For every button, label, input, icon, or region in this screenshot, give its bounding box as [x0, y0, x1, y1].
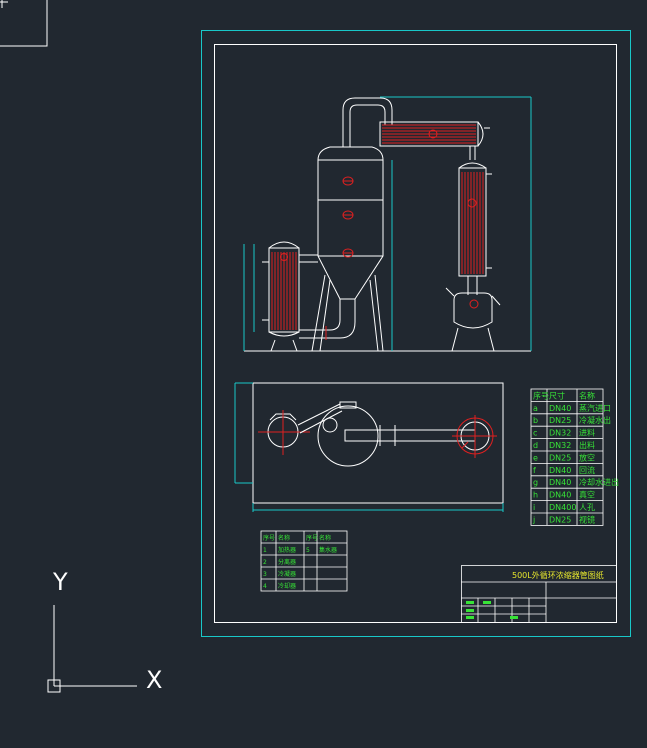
parts_table-cell: 冷凝器 [278, 570, 296, 578]
nozzle_table-cell: e [533, 453, 538, 462]
nozzle_table-cell: j [532, 515, 535, 524]
nozzle_table-cell: 回流 [579, 465, 595, 475]
nozzle_table-cell: 视镜 [579, 514, 595, 524]
nozzle_table-cell: a [533, 404, 538, 413]
nozzle_table-cell: DN400 [549, 503, 576, 512]
ucs-x-label: X [146, 666, 162, 694]
parts_table-cell: 加热器 [278, 546, 296, 554]
nozzle_table-cell: DN40 [549, 478, 571, 487]
parts_table-cell: 冷却器 [278, 582, 296, 590]
nozzle_table-cell: d [533, 441, 538, 450]
elevation-view [243, 96, 532, 352]
viewport-corner-icon [0, 0, 48, 47]
nozzle_table-cell: DN25 [549, 416, 571, 425]
nozzle_table-cell: 人孔 [579, 503, 595, 512]
nozzle_table-cell: DN25 [549, 515, 571, 524]
outer-frame [201, 30, 631, 637]
title-block [461, 565, 617, 623]
nozzle_table-cell: 进料 [579, 428, 595, 438]
nozzle_table-cell: 蒸汽进口 [579, 403, 611, 413]
parts_table-cell: 名称 [278, 534, 290, 542]
inner-frame [214, 44, 617, 623]
nozzle_table-cell: DN32 [549, 441, 571, 450]
parts_table-cell: 序号 [306, 534, 318, 542]
nozzle_table-cell: 尺寸 [549, 390, 565, 400]
ucs-y-label: Y [52, 568, 68, 596]
nozzle_table-cell: DN25 [549, 453, 571, 462]
nozzle_table-cell: DN40 [549, 466, 571, 475]
parts_table-cell: 4 [263, 583, 267, 590]
parts_table-cell: 集水器 [319, 546, 337, 554]
parts_table-cell: 2 [263, 559, 267, 566]
parts_table-cell: 3 [263, 571, 267, 578]
parts_table-cell: 5 [306, 547, 310, 554]
ucs-icon [47, 605, 137, 693]
nozzle_table-cell: 真空 [579, 490, 595, 500]
parts_table-cell: 1 [263, 547, 267, 554]
nozzle_table-cell: DN32 [549, 429, 571, 438]
nozzle_table-cell: 放空 [579, 452, 595, 462]
parts_table-cell: 名称 [319, 534, 331, 542]
nozzle_table-cell: f [533, 466, 536, 475]
parts_table-cell: 序号 [263, 534, 275, 542]
nozzle_table-cell: 冷凝水出 [579, 415, 611, 425]
nozzle_table-cell: DN40 [549, 491, 571, 500]
nozzle_table-cell: i [533, 503, 535, 512]
nozzle_table-cell: 出料 [579, 440, 595, 450]
nozzle_table-cell: g [533, 478, 538, 487]
nozzle_table-cell: 冷却水进出 [579, 477, 619, 487]
nozzle_table-cell: DN40 [549, 404, 571, 413]
nozzle_table-cell: b [533, 416, 538, 425]
nozzle_table-cell: 序号 [533, 390, 549, 400]
nozzle_table-cell: h [533, 491, 538, 500]
nozzle_table-cell: c [533, 429, 537, 438]
nozzle_table-cell: 名称 [579, 390, 595, 400]
parts_table-cell: 分离器 [278, 558, 296, 566]
plan-view [234, 382, 504, 512]
title-block-labels [466, 601, 518, 619]
drawing-title: 500L外循环浓缩器管图纸 [512, 570, 604, 580]
